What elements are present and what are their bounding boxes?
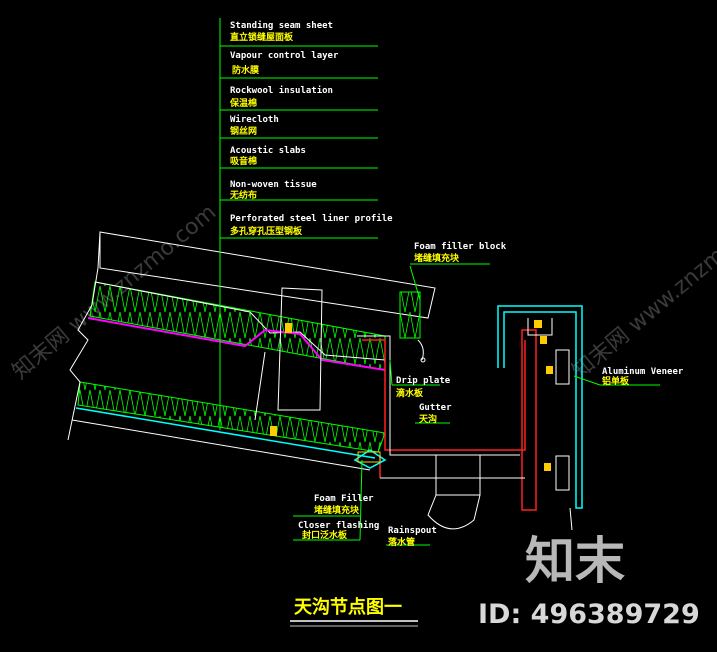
label-alu-en: Aluminum Veneer (602, 366, 684, 377)
drawing-title-text: 天沟节点图一 (294, 596, 402, 618)
foam-filler (357, 451, 381, 463)
label-nonwoven-cn: 无纺布 (229, 189, 257, 201)
watermark-brand: 知末 ID: 496389729 (478, 532, 700, 630)
label-wirecloth-cn: 钢丝网 (230, 125, 257, 137)
label-gutter-cn: 天沟 (419, 413, 437, 425)
fastener-1 (285, 323, 292, 333)
lower-insulation (77, 381, 386, 453)
label-gutter-en: Gutter (419, 403, 452, 413)
label-drip-en: Drip plate (396, 375, 451, 386)
drawing-title: 天沟节点图一 (290, 596, 418, 627)
label-standing-seam-en: Standing seam sheet (230, 20, 333, 31)
label-rockwool-en: Rockwool insulation (230, 85, 333, 96)
break-line (67, 231, 101, 441)
label-rockwool-cn: 保温棉 (229, 97, 257, 109)
bracket-upper (555, 349, 570, 385)
label-vapour-cn: 防水膜 (232, 64, 260, 76)
label-closer-cn: 封口泛水板 (302, 529, 348, 541)
closer-flashing (353, 449, 387, 469)
label-rainspout-cn: 落水管 (388, 536, 415, 548)
label-foam-block-en: Foam filler block (414, 241, 507, 252)
label-wirecloth-en: Wirecloth (230, 114, 279, 125)
svg-text:知末网 www.znzmo.com: 知末网 www.znzmo.com (568, 200, 717, 385)
roof-outer-outline (99, 231, 436, 319)
label-foam-filler-cn: 堵缝填充块 (314, 504, 360, 516)
label-alu-cn: 铝单板 (602, 375, 630, 387)
label-foam-block-cn: 堵缝填充块 (414, 252, 460, 264)
label-rainspout-en: Rainspout (388, 525, 437, 536)
label-closer-en: Closer flashing (298, 520, 379, 531)
gutter-upstand (521, 329, 537, 511)
label-foam-filler-en: Foam Filler (314, 493, 374, 504)
gutter-assembly (353, 305, 583, 531)
label-acoustic-en: Acoustic slabs (230, 145, 306, 156)
watermark-brand-text: 知末 (525, 532, 625, 590)
label-nonwoven-en: Non-woven tissue (230, 179, 317, 190)
aluminum-veneer (497, 305, 583, 509)
bracket-lower (555, 455, 570, 491)
label-standing-seam-cn: 直立锁缝屋面板 (230, 31, 294, 43)
label-perforated-en: Perforated steel liner profile (230, 213, 393, 224)
rainspout (435, 455, 481, 496)
material-labels: Standing seam sheet 直立锁缝屋面板 Vapour contr… (229, 20, 684, 548)
purlin (277, 287, 323, 411)
gutter-outline (362, 339, 526, 451)
vapour-membrane (87, 317, 386, 371)
fastener-2 (270, 426, 277, 436)
leader-lines (219, 18, 660, 546)
foam-filler-block (399, 291, 421, 339)
watermark-id-text: ID: 496389729 (478, 599, 700, 630)
label-vapour-en: Vapour control layer (230, 51, 339, 61)
liner-bottom-line (71, 419, 371, 471)
label-acoustic-cn: 吸音棉 (230, 155, 257, 167)
label-drip-cn: 滴水板 (396, 387, 424, 399)
label-perforated-cn: 多孔穿孔压型钢板 (230, 225, 303, 237)
liner-profile-line (75, 407, 376, 459)
